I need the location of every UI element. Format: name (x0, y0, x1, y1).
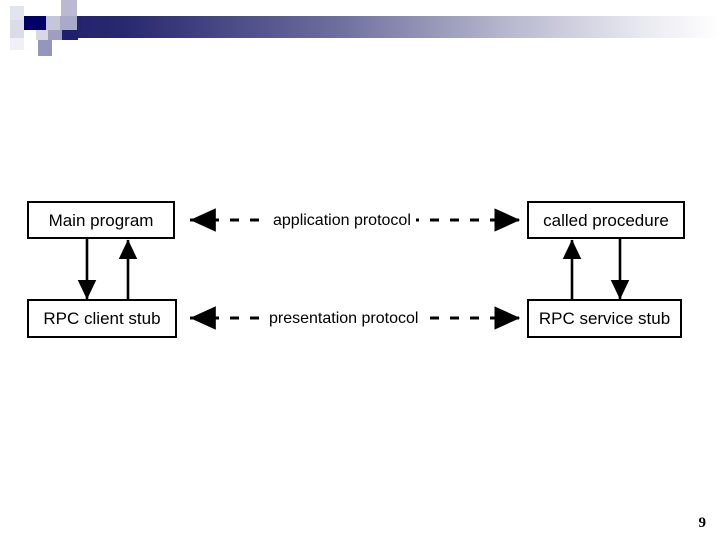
node-called-procedure[interactable]: called procedure (527, 201, 685, 239)
node-main-program-label: Main program (48, 210, 154, 230)
node-rpc-client-stub[interactable]: RPC client stub (27, 299, 177, 338)
connector-label-presentation-protocol: presentation protocol (264, 310, 424, 328)
node-called-procedure-label: called procedure (543, 210, 669, 230)
node-rpc-service-stub-label: RPC service stub (538, 309, 671, 328)
node-main-program[interactable]: Main program (27, 201, 175, 239)
connector-label-application-protocol: application protocol (268, 212, 416, 230)
slide-page-number: 9 (698, 515, 707, 531)
node-rpc-service-stub[interactable]: RPC service stub (527, 299, 682, 338)
node-rpc-client-stub-label: RPC client stub (43, 309, 161, 328)
